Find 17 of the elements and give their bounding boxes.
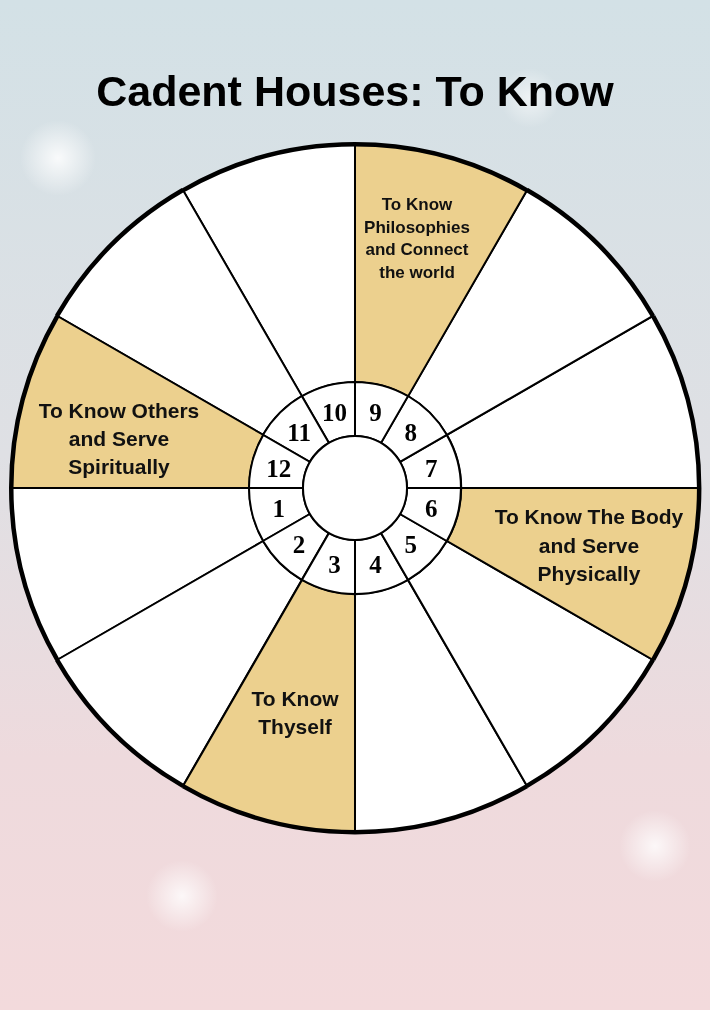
house-number: 8 (404, 419, 418, 445)
house-number: 11 (287, 419, 311, 445)
house-number: 12 (266, 455, 292, 481)
title: Cadent Houses: To Know (96, 67, 614, 117)
house-number: 9 (369, 399, 382, 425)
house-description: To Know Thyself (250, 686, 340, 740)
house-number: 3 (328, 551, 341, 577)
house-description: To Know Others and Serve Spiritually (37, 398, 201, 480)
house-description: To Know Philosophies and Connect the world (363, 193, 471, 284)
house-description: To Know The Body and Serve Physically (493, 504, 685, 588)
house-number: 6 (425, 495, 438, 521)
house-number: 4 (369, 551, 382, 577)
house-number: 10 (322, 399, 348, 425)
house-number: 1 (272, 495, 285, 521)
house-number: 2 (292, 531, 306, 557)
house-number: 7 (425, 455, 438, 481)
house-number: 5 (404, 531, 418, 557)
